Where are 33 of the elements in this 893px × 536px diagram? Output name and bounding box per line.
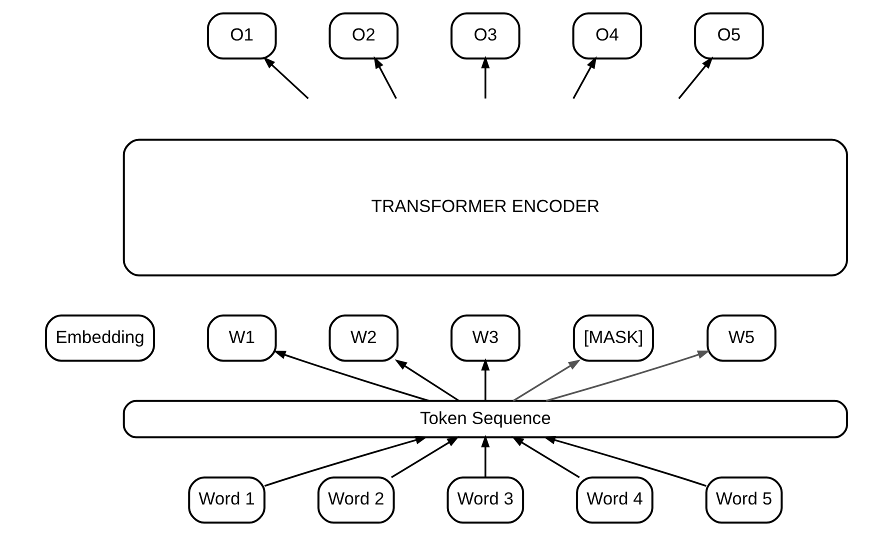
node-box: O4 [572, 12, 642, 60]
arrow [391, 436, 460, 478]
arrow [572, 56, 597, 99]
node-box: W3 [450, 314, 520, 362]
node-box: O5 [694, 12, 764, 60]
node-box: Word 2 [317, 476, 395, 524]
node-box: Word 1 [188, 476, 266, 524]
node-box: O3 [450, 12, 520, 60]
node-box: [MASK] [572, 314, 654, 362]
arrow [264, 436, 428, 487]
node-box: W5 [706, 314, 776, 362]
arrow [543, 436, 706, 487]
arrow [273, 350, 429, 402]
arrow [511, 436, 580, 478]
node-box: O2 [328, 12, 399, 60]
node-box: Word 5 [705, 476, 783, 524]
arrow [481, 434, 490, 478]
arrow [263, 56, 309, 100]
node-box: W2 [328, 314, 399, 362]
arrow [512, 359, 581, 402]
arrow [481, 358, 490, 401]
arrow [374, 56, 397, 99]
node-box: Token Sequence [122, 400, 848, 438]
arrow [546, 350, 710, 402]
node-box: Word 4 [576, 476, 654, 524]
node-box: Embedding [45, 314, 155, 362]
arrow [394, 359, 460, 402]
node-box: W1 [206, 314, 277, 362]
arrow [678, 56, 714, 100]
arrow [481, 56, 490, 99]
node-box: Word 3 [446, 476, 524, 524]
node-box: O1 [206, 12, 277, 60]
node-box: TRANSFORMER ENCODER [122, 138, 848, 276]
